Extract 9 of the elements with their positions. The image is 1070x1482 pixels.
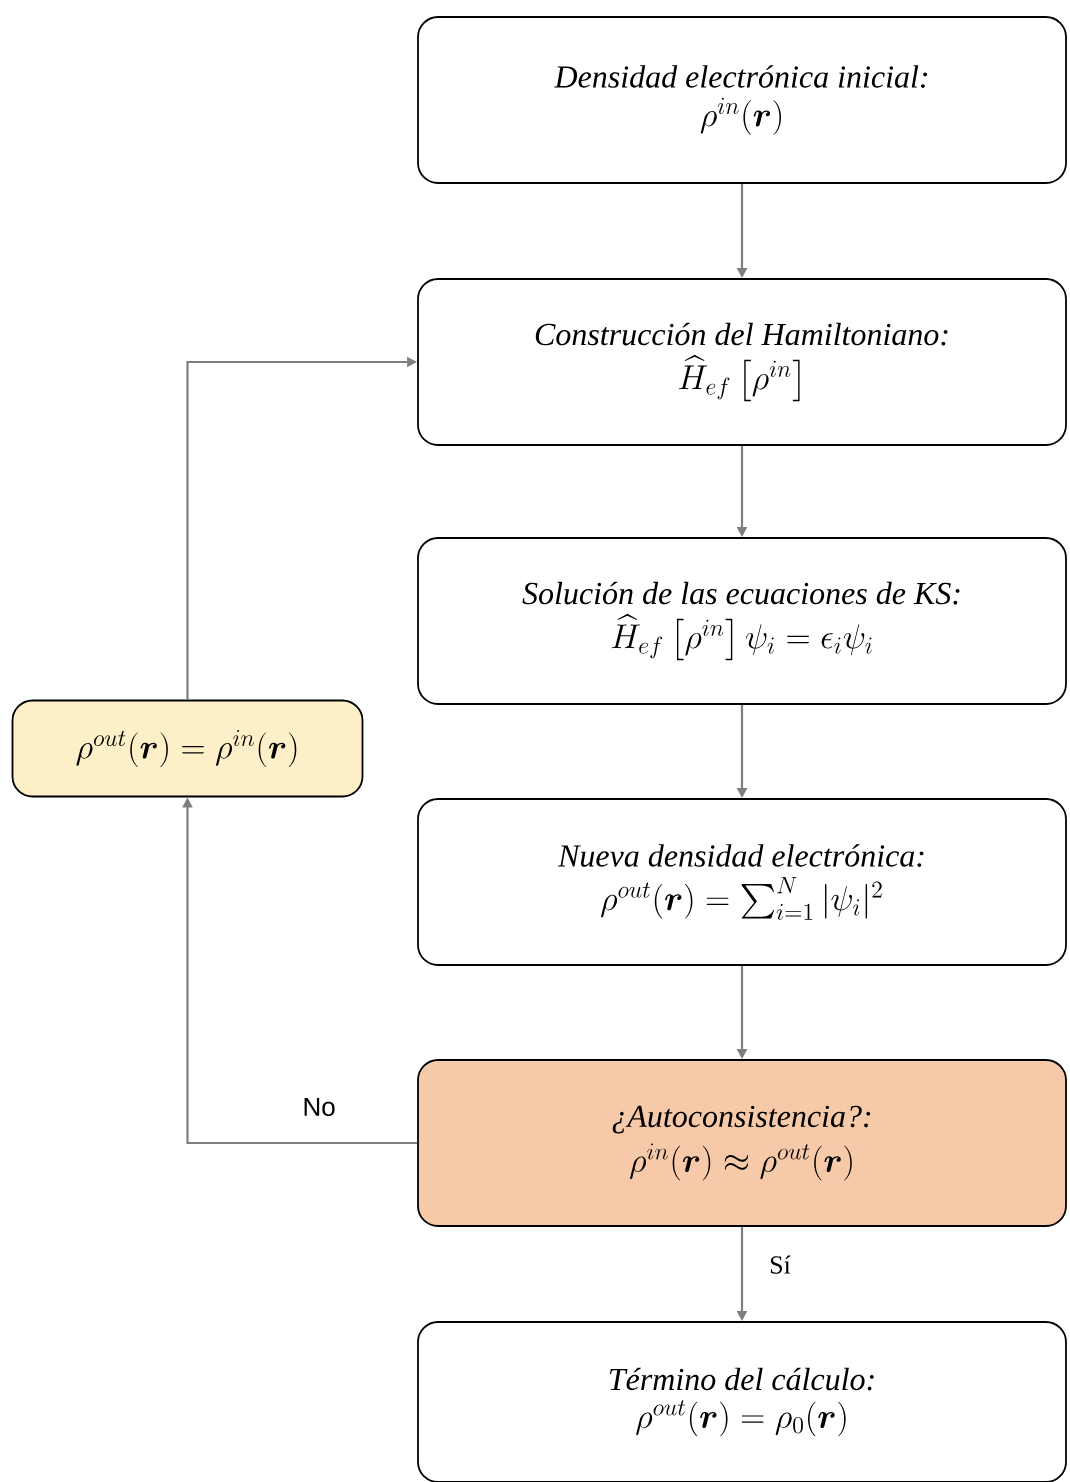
process-box: Solución de las ecuaciones de KS: $\widehat{H}_{ef}\left[\rho^{in}\right]\psi_i = \epsilon_i\psi_i$	[417, 537, 1067, 705]
process-box: Término del cálculo: $\rho^{out}(\boldsymbol{r}) = \rho_0(\boldsymbol{r})$	[417, 1321, 1067, 1482]
process-box: $\rho^{out}(\boldsymbol{r}) = \rho^{in}(\boldsymbol{r})$	[11, 699, 364, 798]
process-box: Construcción del Hamiltoniano: $\widehat{H}_{ef}\left[\rho^{in}\right]$	[417, 278, 1067, 446]
edge-label: No	[300, 1095, 338, 1119]
edge-label: Sí	[767, 1253, 793, 1276]
process-box: Nueva densidad electrónica: $\rho^{out}(\boldsymbol{r}) = \textstyle\sum_{i=1}^{N}|\psi_i|^2$	[417, 798, 1067, 966]
process-box: Densidad electrónica inicial: $\rho^{in}(\boldsymbol{r})$	[417, 16, 1067, 184]
decision-box: ¿Autoconsistencia?: $\rho^{in}(\boldsymbol{r}) \approx \rho^{out}(\boldsymbol{r})$	[417, 1059, 1067, 1227]
